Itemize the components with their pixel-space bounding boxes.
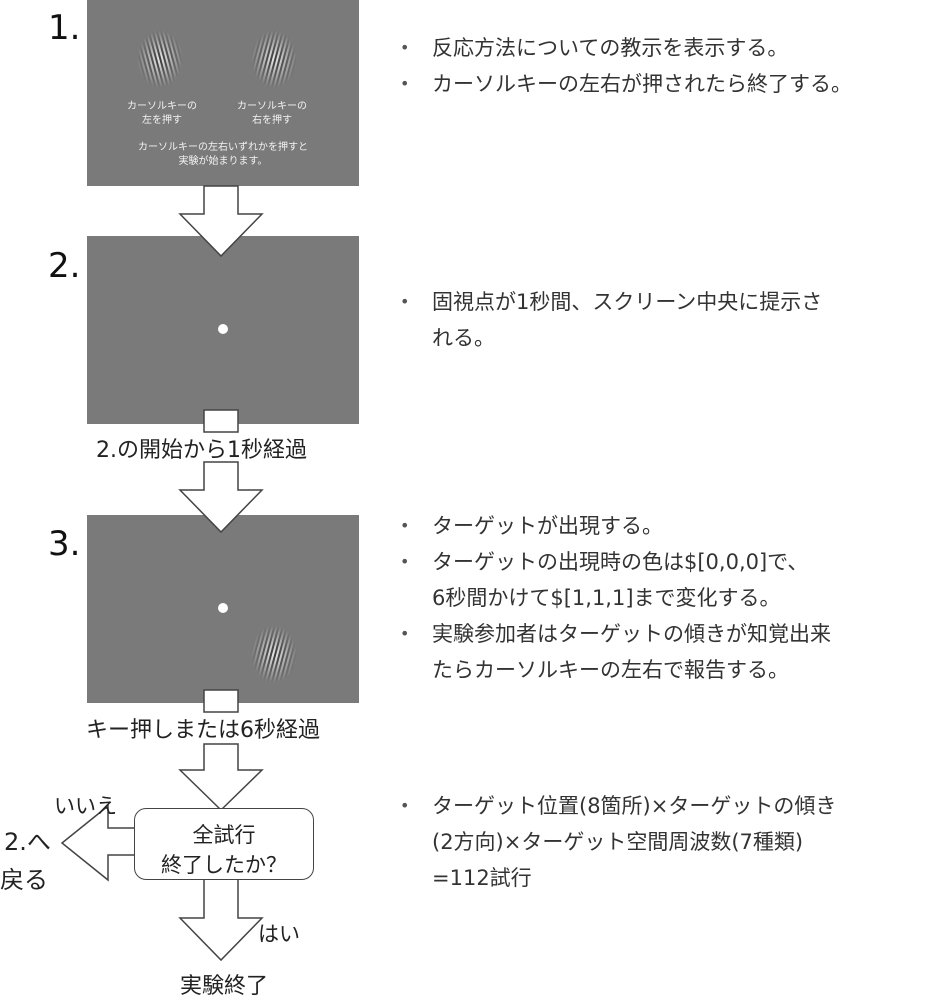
arrow-down-1 <box>178 185 264 258</box>
screen1-bottom-text: カーソルキーの左右いずれかを押すと 実験が始まります。 <box>138 142 308 167</box>
end-label: 実験終了 <box>180 974 269 999</box>
screen-step-3 <box>87 515 359 703</box>
decision-line-1: 全試行 <box>192 823 256 847</box>
arrow-down-2 <box>178 461 264 534</box>
arrow-tab-3 <box>203 689 239 713</box>
step1-bullets: 反応方法についての教示を表示する。 カーソルキーの左右が押されたら終了する。 <box>400 30 852 102</box>
gabor-patch-left <box>137 30 183 88</box>
step-number-2: 2. <box>48 246 81 286</box>
step1-bullet: 反応方法についての教示を表示する。 <box>400 30 852 66</box>
fixation-point-step3 <box>218 603 228 613</box>
trial-note-bullet: ターゲット位置(8箇所)×ターゲットの傾き (2方向)×ターゲット空間周波数(7… <box>400 788 836 896</box>
yes-label: はい <box>258 922 300 946</box>
step-number-3: 3. <box>48 524 81 564</box>
no-target-line-2: 戻る <box>0 866 48 894</box>
gabor-target <box>251 625 297 683</box>
no-target-line-1: 2.へ <box>4 828 51 856</box>
trial-note-bullets: ターゲット位置(8箇所)×ターゲットの傾き (2方向)×ターゲット空間周波数(7… <box>400 788 836 896</box>
gabor-patch-right <box>251 30 297 88</box>
arrow-left-no <box>60 804 137 882</box>
step3-bullet: 実験参加者はターゲットの傾きが知覚出来 たらカーソルキーの左右で報告する。 <box>400 616 831 688</box>
transition-label-step3: キー押しまたは6秒経過 <box>86 718 320 743</box>
transition-label-step2: 2.の開始から1秒経過 <box>96 438 307 463</box>
step3-bullet: ターゲットの出現時の色は$[0,0,0]で、 6秒間かけて$[1,1,1]まで変… <box>400 544 831 616</box>
no-label: いいえ <box>54 794 117 818</box>
screen1-left-label: カーソルキーの 左を押す <box>127 101 197 126</box>
screen1-right-label: カーソルキーの 右を押す <box>237 101 307 126</box>
arrow-down-3 <box>178 743 264 812</box>
step3-bullet: ターゲットが出現する。 <box>400 508 831 544</box>
screen-step-1: カーソルキーの 左を押す カーソルキーの 右を押す カーソルキーの左右いずれかを… <box>87 0 359 186</box>
arrow-down-yes <box>178 877 264 962</box>
decision-box: 全試行 終了したか？ <box>134 808 314 880</box>
step1-bullet: カーソルキーの左右が押されたら終了する。 <box>400 66 852 102</box>
fixation-point <box>218 324 228 334</box>
step2-bullet: 固視点が1秒間、スクリーン中央に提示さ れる。 <box>400 284 822 356</box>
step2-bullets: 固視点が1秒間、スクリーン中央に提示さ れる。 <box>400 284 822 356</box>
step3-bullets: ターゲットが出現する。 ターゲットの出現時の色は$[0,0,0]で、 6秒間かけ… <box>400 508 831 688</box>
step-number-1: 1. <box>48 8 81 48</box>
decision-line-2: 終了したか？ <box>161 853 287 877</box>
arrow-tab-2 <box>203 409 239 433</box>
screen-step-2 <box>87 236 359 424</box>
